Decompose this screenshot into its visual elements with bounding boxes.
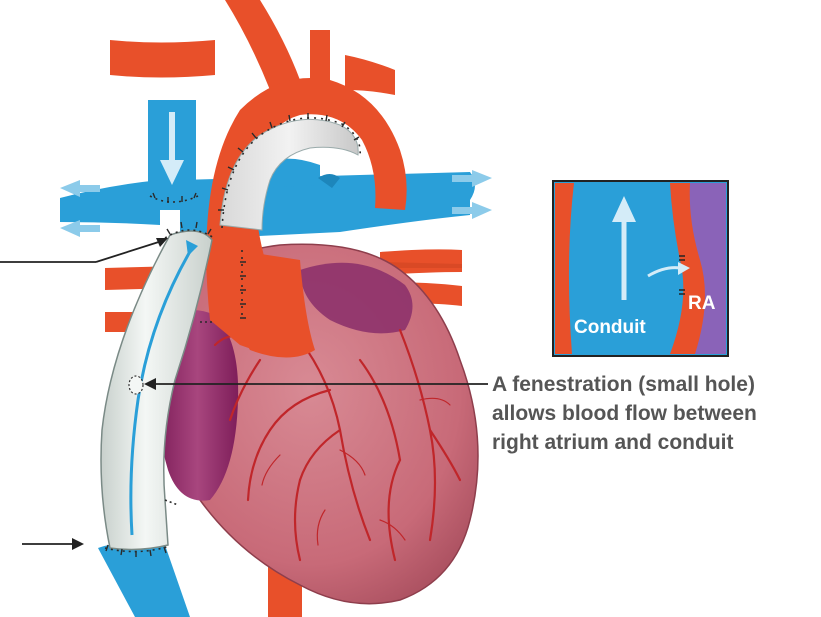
annotation-line-3: right atrium and conduit [492, 431, 734, 454]
annotation-line-2: allows blood flow between [492, 402, 757, 425]
inset-conduit-label: Conduit [574, 317, 646, 338]
left-pointer-bottom [22, 538, 84, 550]
fenestration-hole [129, 376, 143, 394]
annotation-line-1: A fenestration (small hole) [492, 373, 755, 396]
inset-ra-label: RA [688, 293, 716, 314]
left-pointer-top [0, 238, 168, 262]
fenestration-annotation: A fenestration (small hole) allows blood… [492, 373, 757, 454]
inferior-vena-cava [98, 543, 190, 617]
